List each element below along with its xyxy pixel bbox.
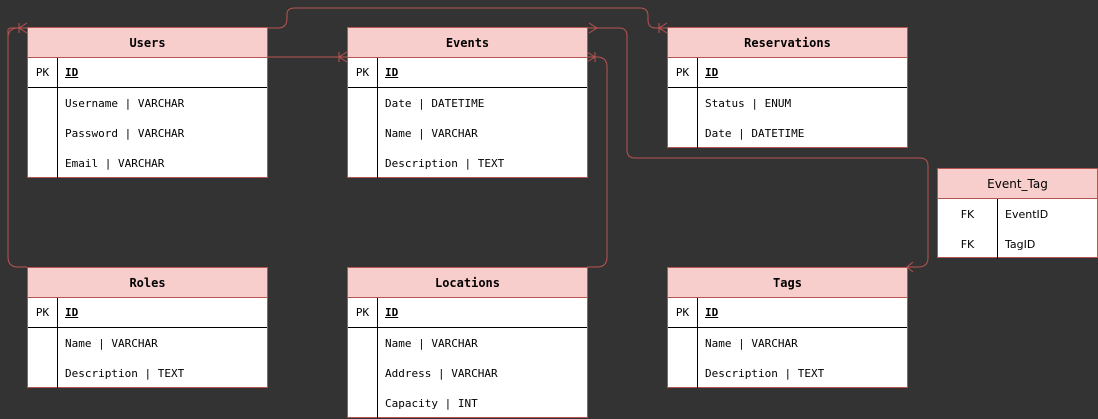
pk-field: ID	[385, 306, 399, 319]
field-name: Name | VARCHAR	[385, 336, 478, 350]
entity-roles[interactable]: Roles PK ID Name | VARCHAR Description |…	[27, 267, 268, 388]
entity-users-field-row: Email | VARCHAR	[28, 148, 267, 178]
key-cell-empty	[28, 328, 58, 358]
entity-roles-field-row: Name | VARCHAR	[28, 328, 267, 358]
field-description: Description | TEXT	[385, 156, 505, 170]
entity-reservations[interactable]: Reservations PK ID Status | ENUM Date | …	[667, 27, 908, 148]
key-cell-empty	[668, 358, 698, 388]
entity-event-tag-fk-row: FK EventID	[938, 199, 1097, 229]
entity-reservations-field-row: Date | DATETIME	[668, 118, 907, 148]
key-cell-empty	[348, 118, 378, 148]
arrow-marker-events-top	[588, 22, 598, 34]
entity-events-field-row: Name | VARCHAR	[348, 118, 587, 148]
connector-users-reservations-top	[7, 7, 667, 38]
crowsfoot-marker-users-left	[18, 22, 28, 34]
entity-tags-title: Tags	[668, 268, 907, 298]
field-capacity: Capacity | INT	[385, 396, 478, 410]
field-tagid: TagID	[1005, 237, 1036, 251]
pk-label: PK	[668, 58, 698, 87]
key-cell-empty	[28, 118, 58, 148]
fk-label: FK	[938, 229, 998, 259]
field-name: Name | VARCHAR	[705, 336, 798, 350]
entity-event-tag-fk-row: FK TagID	[938, 229, 1097, 259]
key-cell-empty	[668, 118, 698, 148]
entity-users-field-row: Username | VARCHAR	[28, 88, 267, 118]
entity-reservations-pk-row: PK ID	[668, 58, 907, 88]
entity-tags-pk-row: PK ID	[668, 298, 907, 328]
key-cell-empty	[348, 388, 378, 418]
key-cell-empty	[348, 328, 378, 358]
crowsfoot-marker-reservations-left	[658, 22, 668, 34]
entity-locations-field-row: Name | VARCHAR	[348, 328, 587, 358]
field-date: Date | DATETIME	[385, 96, 485, 110]
entity-users-field-row: Password | VARCHAR	[28, 118, 267, 148]
entity-events-field-row: Date | DATETIME	[348, 88, 587, 118]
field-description: Description | TEXT	[705, 366, 825, 380]
crowsfoot-marker-events-left	[338, 51, 348, 63]
entity-roles-title: Roles	[28, 268, 267, 298]
key-cell-empty	[668, 88, 698, 118]
field-email: Email | VARCHAR	[65, 156, 165, 170]
key-cell-empty	[348, 148, 378, 178]
key-cell-empty	[28, 148, 58, 178]
pk-label: PK	[28, 298, 58, 327]
entity-events[interactable]: Events PK ID Date | DATETIME Name | VARC…	[347, 27, 588, 178]
field-address: Address | VARCHAR	[385, 366, 498, 380]
crowsfoot-marker-events-right	[586, 51, 596, 63]
key-cell-empty	[28, 88, 58, 118]
entity-users[interactable]: Users PK ID Username | VARCHAR Password …	[27, 27, 268, 178]
key-cell-empty	[668, 328, 698, 358]
entity-events-field-row: Description | TEXT	[348, 148, 587, 178]
connector-reservations-events	[587, 27, 929, 268]
pk-field: ID	[385, 66, 399, 79]
entity-tags-field-row: Name | VARCHAR	[668, 328, 907, 358]
entity-events-title: Events	[348, 28, 587, 58]
entity-reservations-title: Reservations	[668, 28, 907, 58]
field-username: Username | VARCHAR	[65, 96, 185, 110]
pk-field: ID	[65, 306, 79, 319]
pk-label: PK	[348, 298, 378, 327]
field-eventid: EventID	[1005, 207, 1049, 221]
entity-tags-field-row: Description | TEXT	[668, 358, 907, 388]
pk-field: ID	[65, 66, 79, 79]
entity-event-tag-title: Event_Tag	[938, 169, 1097, 199]
entity-reservations-field-row: Status | ENUM	[668, 88, 907, 118]
field-status: Status | ENUM	[705, 96, 792, 110]
entity-tags[interactable]: Tags PK ID Name | VARCHAR Description | …	[667, 267, 908, 388]
field-name: Name | VARCHAR	[385, 126, 478, 140]
field-password: Password | VARCHAR	[65, 126, 185, 140]
field-name: Name | VARCHAR	[65, 336, 158, 350]
entity-locations-pk-row: PK ID	[348, 298, 587, 328]
entity-locations-field-row: Address | VARCHAR	[348, 358, 587, 388]
pk-label: PK	[348, 58, 378, 87]
pk-field: ID	[705, 66, 719, 79]
key-cell-empty	[28, 358, 58, 388]
pk-label: PK	[668, 298, 698, 327]
pk-field: ID	[705, 306, 719, 319]
key-cell-empty	[348, 358, 378, 388]
field-date: Date | DATETIME	[705, 126, 805, 140]
entity-events-pk-row: PK ID	[348, 58, 587, 88]
entity-locations-field-row: Capacity | INT	[348, 388, 587, 418]
pk-label: PK	[28, 58, 58, 87]
entity-locations[interactable]: Locations PK ID Name | VARCHAR Address |…	[347, 267, 588, 418]
connector-events-locations	[587, 56, 608, 268]
entity-event-tag[interactable]: Event_Tag FK EventID FK TagID	[937, 168, 1098, 259]
fk-label: FK	[938, 199, 998, 229]
entity-locations-title: Locations	[348, 268, 587, 298]
field-description: Description | TEXT	[65, 366, 185, 380]
entity-roles-pk-row: PK ID	[28, 298, 267, 328]
entity-users-pk-row: PK ID	[28, 58, 267, 88]
connector-users-reservations	[7, 27, 27, 268]
entity-roles-field-row: Description | TEXT	[28, 358, 267, 388]
key-cell-empty	[348, 88, 378, 118]
entity-users-title: Users	[28, 28, 267, 58]
